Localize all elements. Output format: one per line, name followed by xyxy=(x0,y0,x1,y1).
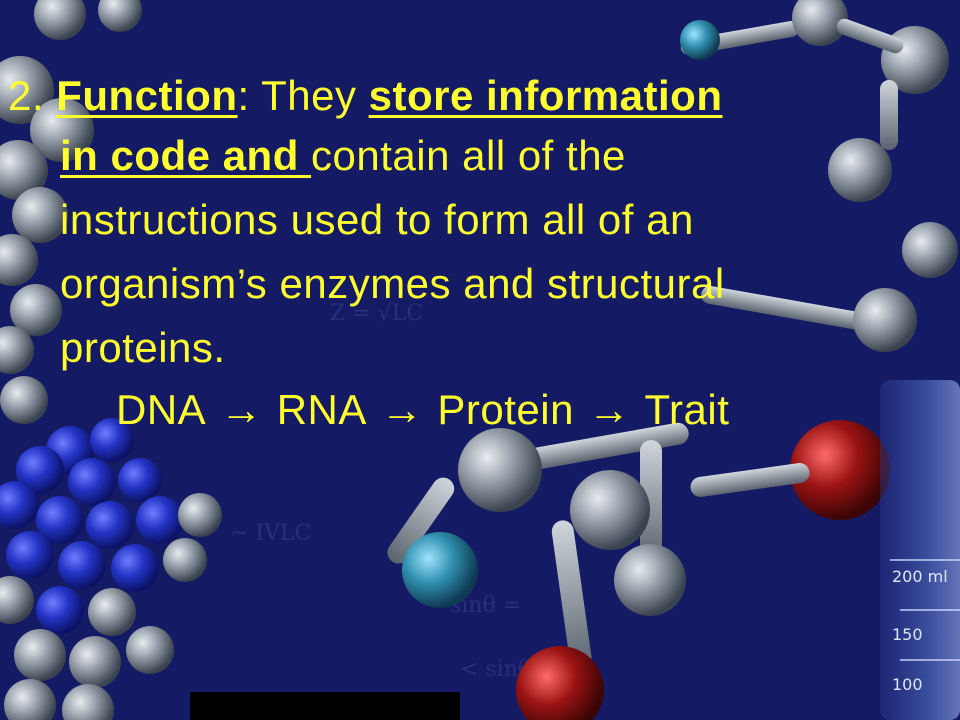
right-arrow-icon: → xyxy=(587,386,631,433)
right-arrow-icon: → xyxy=(220,386,263,433)
text-line-2: in code and contain all of the xyxy=(60,126,626,186)
flow-step-rna: RNA xyxy=(276,386,367,433)
text-they: They xyxy=(249,72,369,119)
text-contain: contain all of the xyxy=(311,132,626,179)
list-number: 2. xyxy=(8,72,45,119)
highlight-in-code-and: in code and xyxy=(60,132,312,179)
svg-text:100: 100 xyxy=(892,675,923,694)
heading-colon: : xyxy=(237,72,250,119)
svg-text:~ IVLC: ~ IVLC xyxy=(230,521,311,546)
flow-step-trait: Trait xyxy=(644,386,730,433)
text-line-4: organism’s enzymes and structural xyxy=(60,260,725,307)
text-line-5: proteins. xyxy=(60,324,226,371)
dna-flow: DNA → RNA → Protein → Trait xyxy=(116,380,729,440)
svg-text:Z = √LC: Z = √LC xyxy=(330,301,423,326)
highlight-store-information: store information xyxy=(368,72,723,119)
text-line-1: 2. Function: They store information xyxy=(8,66,722,126)
flow-step-dna: DNA xyxy=(116,386,207,433)
heading-function: Function xyxy=(56,72,238,119)
text-line-3: instructions used to form all of an xyxy=(60,196,694,243)
flow-step-protein: Protein xyxy=(437,386,574,433)
svg-text:150: 150 xyxy=(892,625,923,644)
svg-text:200 ml: 200 ml xyxy=(892,567,948,586)
right-arrow-icon: → xyxy=(380,386,424,433)
